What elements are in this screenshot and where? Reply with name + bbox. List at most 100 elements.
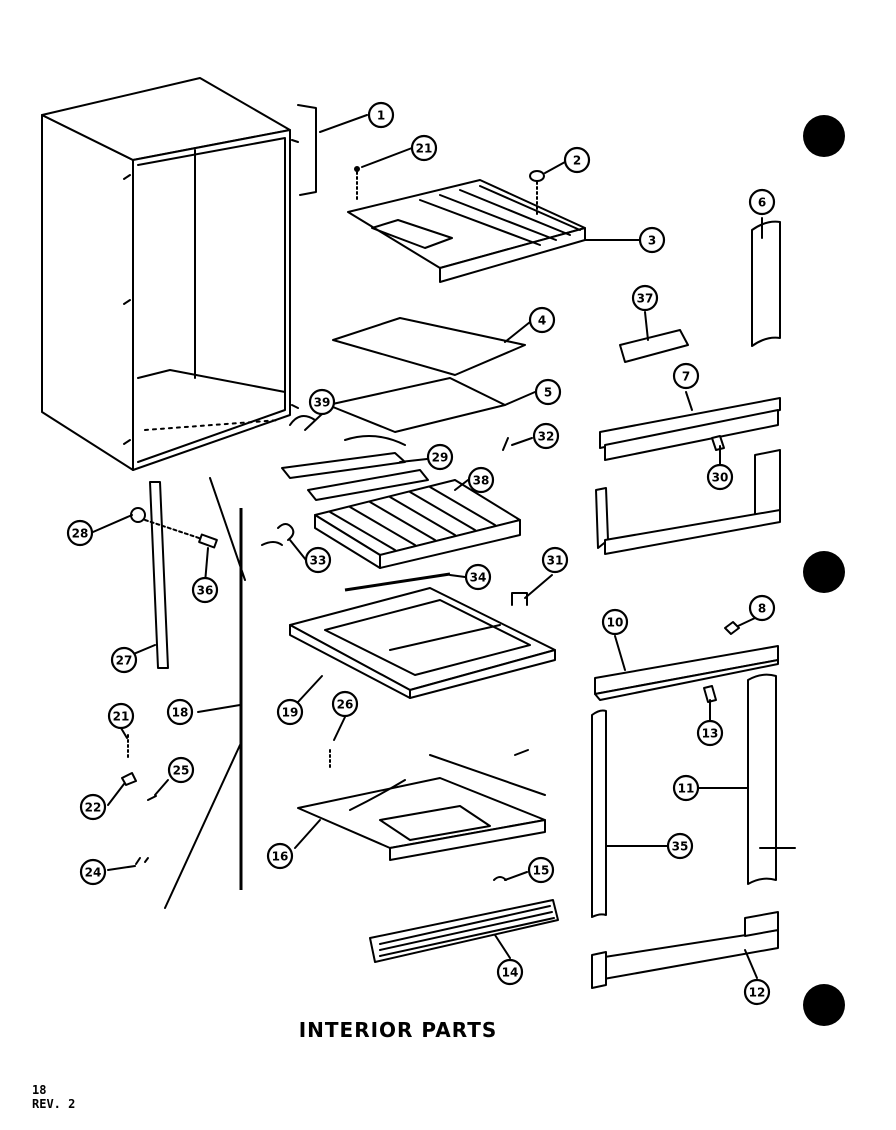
trim-35 xyxy=(591,709,607,918)
screw-21-head xyxy=(354,166,360,172)
screw-25 xyxy=(147,795,157,801)
callout-label: 19 xyxy=(282,706,299,720)
top-plate xyxy=(347,179,586,283)
strip-27 xyxy=(149,481,169,669)
callout-24: 24 xyxy=(79,858,107,886)
diagram-title: INTERIOR PARTS xyxy=(298,1018,498,1042)
callout-8: 8 xyxy=(748,594,776,622)
callout-label: 4 xyxy=(538,314,546,328)
callout-34: 34 xyxy=(464,563,492,591)
thermostat-31 xyxy=(261,523,295,546)
callout-4: 4 xyxy=(528,306,556,334)
callout-label: 37 xyxy=(637,292,654,306)
page-number: 18 xyxy=(32,1083,47,1097)
callout-label: 39 xyxy=(314,396,331,410)
clip-36 xyxy=(511,592,528,606)
callout-label: 3 xyxy=(648,234,656,248)
binder-hole-top xyxy=(803,115,845,157)
shelf-rail-8 xyxy=(595,449,781,555)
door-rail-10 xyxy=(594,645,779,701)
heater-29-a xyxy=(281,452,406,479)
callout-32: 32 xyxy=(532,422,560,450)
callout-2: 2 xyxy=(563,146,591,174)
part-24 xyxy=(135,857,149,865)
callout-label: 7 xyxy=(682,370,690,384)
callout-14: 14 xyxy=(496,958,524,986)
callout-label: 28 xyxy=(72,527,89,541)
binder-hole-bottom xyxy=(803,984,845,1026)
pad-5 xyxy=(327,377,506,433)
bin-12 xyxy=(591,911,779,989)
callout-35: 35 xyxy=(666,832,694,860)
callout-13: 13 xyxy=(696,719,724,747)
bracket-part-1 xyxy=(297,104,317,196)
heater-29-b xyxy=(307,469,429,501)
shelf-rail-7 xyxy=(599,397,781,461)
callout-label: 21 xyxy=(416,142,433,156)
tube-28 xyxy=(344,572,451,592)
callout-label: 16 xyxy=(272,850,289,864)
leader-lines xyxy=(92,114,763,979)
callout-29: 29 xyxy=(426,443,454,471)
cabinet-shell xyxy=(41,77,299,471)
block-37 xyxy=(619,329,689,363)
clip-13 xyxy=(703,685,717,703)
callout-6: 6 xyxy=(748,188,776,216)
panel-11 xyxy=(747,673,777,885)
callout-label: 30 xyxy=(712,471,729,485)
callout-30: 30 xyxy=(706,463,734,491)
callout-label: 13 xyxy=(702,727,719,741)
callout-label: 1 xyxy=(377,109,385,123)
callout-31: 31 xyxy=(541,546,569,574)
callout-28: 28 xyxy=(66,519,94,547)
revision-label: REV. 2 xyxy=(32,1097,76,1111)
callout-label: 22 xyxy=(85,801,102,815)
callout-12: 12 xyxy=(743,978,771,1006)
callout-11: 11 xyxy=(672,774,700,802)
page-info: 18 REV. 2 xyxy=(32,1083,75,1111)
grille xyxy=(369,899,559,963)
callout-27: 27 xyxy=(110,646,138,674)
clip-36-b xyxy=(711,435,725,451)
callout-label: 24 xyxy=(85,866,102,880)
callout-label: 18 xyxy=(172,706,189,720)
evaporator xyxy=(314,479,521,569)
screw-32 xyxy=(502,437,509,451)
callout-label: 26 xyxy=(337,698,354,712)
washer-33 xyxy=(130,507,146,523)
callout-label: 31 xyxy=(547,554,564,568)
callout-label: 29 xyxy=(432,451,449,465)
part-9 xyxy=(724,621,740,635)
callout-15: 15 xyxy=(527,856,555,884)
callout-label: 33 xyxy=(310,554,327,568)
callout-label: 10 xyxy=(607,616,624,630)
callout-19: 19 xyxy=(276,698,304,726)
callout-33: 33 xyxy=(304,546,332,574)
callout-37: 37 xyxy=(631,284,659,312)
wire-10 xyxy=(429,754,546,796)
callout-label: 11 xyxy=(678,782,695,796)
callout-39: 39 xyxy=(308,388,336,416)
callout-36: 36 xyxy=(191,576,219,604)
callout-label: 8 xyxy=(758,602,766,616)
callout-label: 25 xyxy=(173,764,190,778)
callout-label: 34 xyxy=(470,571,487,585)
screw-34 xyxy=(198,533,218,549)
callout-label: 35 xyxy=(672,840,689,854)
binder-hole-middle xyxy=(803,551,845,593)
callout-label: 6 xyxy=(758,196,766,210)
callout-26: 26 xyxy=(331,690,359,718)
pad-4 xyxy=(332,317,526,376)
callout-label: 27 xyxy=(116,654,133,668)
callout-38: 38 xyxy=(467,466,495,494)
callout-label: 14 xyxy=(502,966,519,980)
callout-label: 12 xyxy=(749,986,766,1000)
drain-pan xyxy=(297,777,546,861)
callout-22: 22 xyxy=(79,793,107,821)
callout-18: 18 xyxy=(166,698,194,726)
callout-label: 38 xyxy=(473,474,490,488)
callout-25: 25 xyxy=(167,756,195,784)
